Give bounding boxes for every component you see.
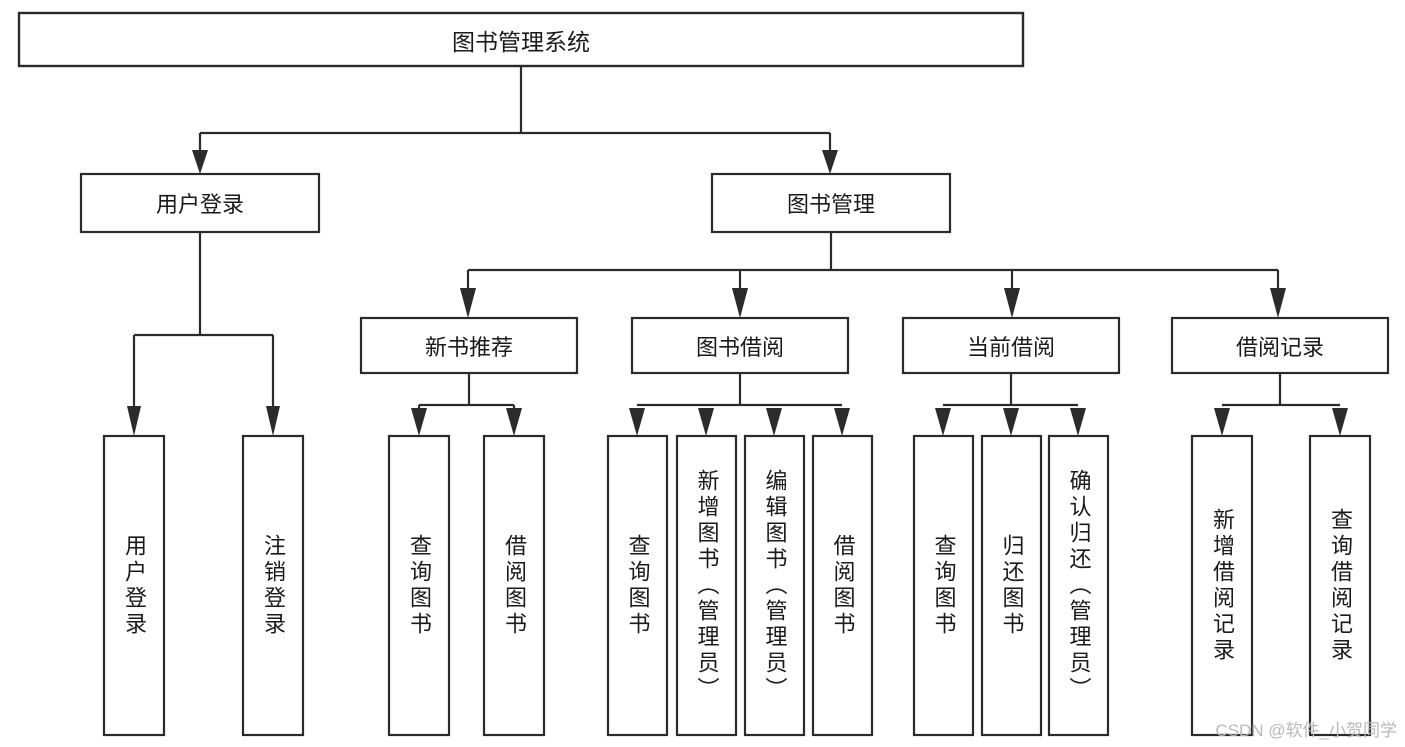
arrow-to-leaf-query-record <box>1332 408 1348 436</box>
arrow-to-leaf-query-book-2 <box>629 408 645 436</box>
leaf-return-book[interactable] <box>980 434 1043 737</box>
arrow-to-leaf-user-login <box>127 406 141 436</box>
leaf-edit-book[interactable] <box>743 434 806 737</box>
arrow-to-leaf-logout <box>266 406 280 436</box>
leaf-logout[interactable] <box>241 434 305 737</box>
node-user-login[interactable] <box>79 172 321 234</box>
node-book-borrow[interactable] <box>630 316 850 375</box>
leaf-add-book[interactable] <box>675 434 738 737</box>
arrow-to-leaf-borrow-book-1 <box>506 408 522 436</box>
arrow-to-leaf-edit-book <box>766 408 782 436</box>
node-new-book-recommend[interactable] <box>359 316 579 375</box>
leaf-user-login[interactable] <box>102 434 166 737</box>
arrow-to-borrow-record <box>1270 288 1286 318</box>
leaf-query-book-1[interactable] <box>387 434 451 737</box>
node-current-borrow[interactable] <box>901 316 1121 375</box>
leaf-query-record[interactable] <box>1308 434 1372 737</box>
node-book-management[interactable] <box>710 172 952 234</box>
arrow-to-leaf-add-book <box>698 408 714 436</box>
arrow-to-new-book-recommend <box>460 288 476 318</box>
arrow-to-leaf-add-record <box>1214 408 1230 436</box>
leaf-query-book-2[interactable] <box>606 434 669 737</box>
arrow-to-book-borrow <box>732 288 748 318</box>
leaf-borrow-book-1[interactable] <box>482 434 546 737</box>
leaf-query-book-3[interactable] <box>912 434 975 737</box>
arrow-to-leaf-return-book <box>1003 408 1019 436</box>
arrow-to-current-borrow <box>1004 288 1020 318</box>
arrow-to-leaf-query-book-1 <box>411 408 427 436</box>
arrow-to-leaf-confirm-return <box>1070 408 1086 436</box>
arrow-to-leaf-query-book-3 <box>935 408 951 436</box>
node-root-system[interactable] <box>17 11 1025 68</box>
arrow-to-user-login <box>192 150 208 174</box>
leaf-confirm-return[interactable] <box>1047 434 1110 737</box>
node-borrow-record[interactable] <box>1170 316 1390 375</box>
arrow-to-book-management <box>822 150 838 174</box>
leaf-borrow-book-2[interactable] <box>811 434 874 737</box>
arrow-to-leaf-borrow-book-2 <box>834 408 850 436</box>
leaf-add-record[interactable] <box>1190 434 1254 737</box>
